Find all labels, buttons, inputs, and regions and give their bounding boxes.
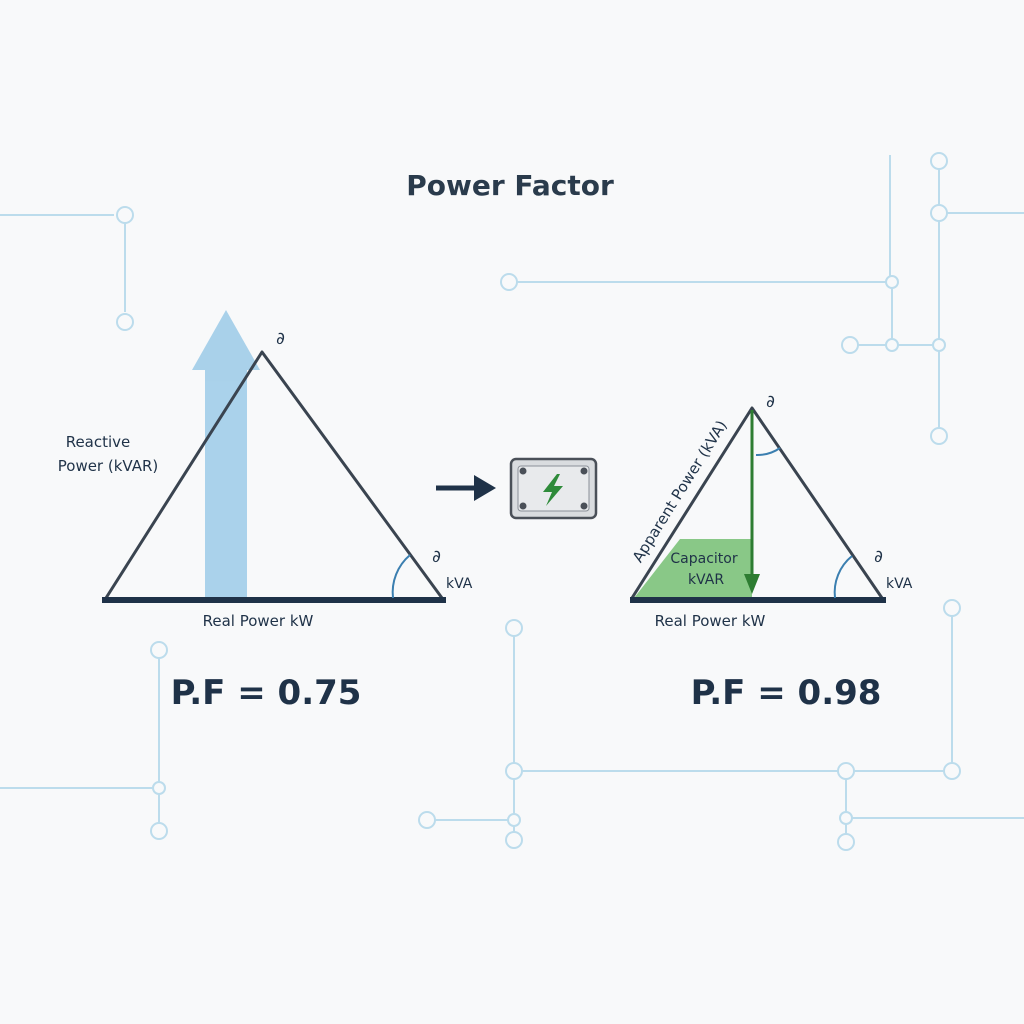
right-power-factor-value: P.F = 0.98 — [691, 673, 882, 713]
capacitor-arrow — [744, 410, 760, 594]
left-angle-arc — [391, 554, 411, 599]
right-capacitor-label-line1: Capacitor — [670, 551, 737, 567]
left-angle-top-label: ∂ — [276, 329, 285, 349]
right-angle-right-label: ∂ — [874, 547, 883, 567]
left-power-triangle: ∂ ∂ kVA Reactive Power (kVAR) Real Power… — [58, 310, 473, 630]
right-real-power-label: Real Power kW — [655, 612, 766, 630]
right-capacitor-label-line2: kVAR — [688, 572, 724, 588]
capacitor-bolt-icon — [509, 457, 598, 520]
left-reactive-label-line2: Power (kVAR) — [58, 457, 159, 475]
left-angle-right-label: ∂ — [432, 547, 441, 567]
right-kva-label: kVA — [886, 576, 913, 592]
left-reactive-label-line1: Reactive — [66, 433, 131, 451]
capacitor-kvar-area — [634, 539, 752, 598]
circuit-decoration — [0, 152, 1024, 851]
left-real-power-label: Real Power kW — [203, 612, 314, 630]
right-angle-top-label: ∂ — [766, 392, 775, 412]
right-power-triangle: ∂ ∂ kVA Apparent Power (kVA) Capacitor k… — [629, 392, 913, 630]
right-angle-arc-top — [755, 447, 781, 457]
left-triangle-outline — [104, 350, 444, 599]
left-power-factor-value: P.F = 0.75 — [171, 673, 362, 713]
right-angle-arc-bottom — [833, 555, 853, 599]
page-title: Power Factor — [406, 169, 614, 202]
left-kva-label: kVA — [446, 576, 473, 592]
reactive-power-arrow — [192, 310, 260, 600]
right-triangle-outline — [630, 406, 884, 599]
arrow-right-icon — [436, 475, 496, 501]
